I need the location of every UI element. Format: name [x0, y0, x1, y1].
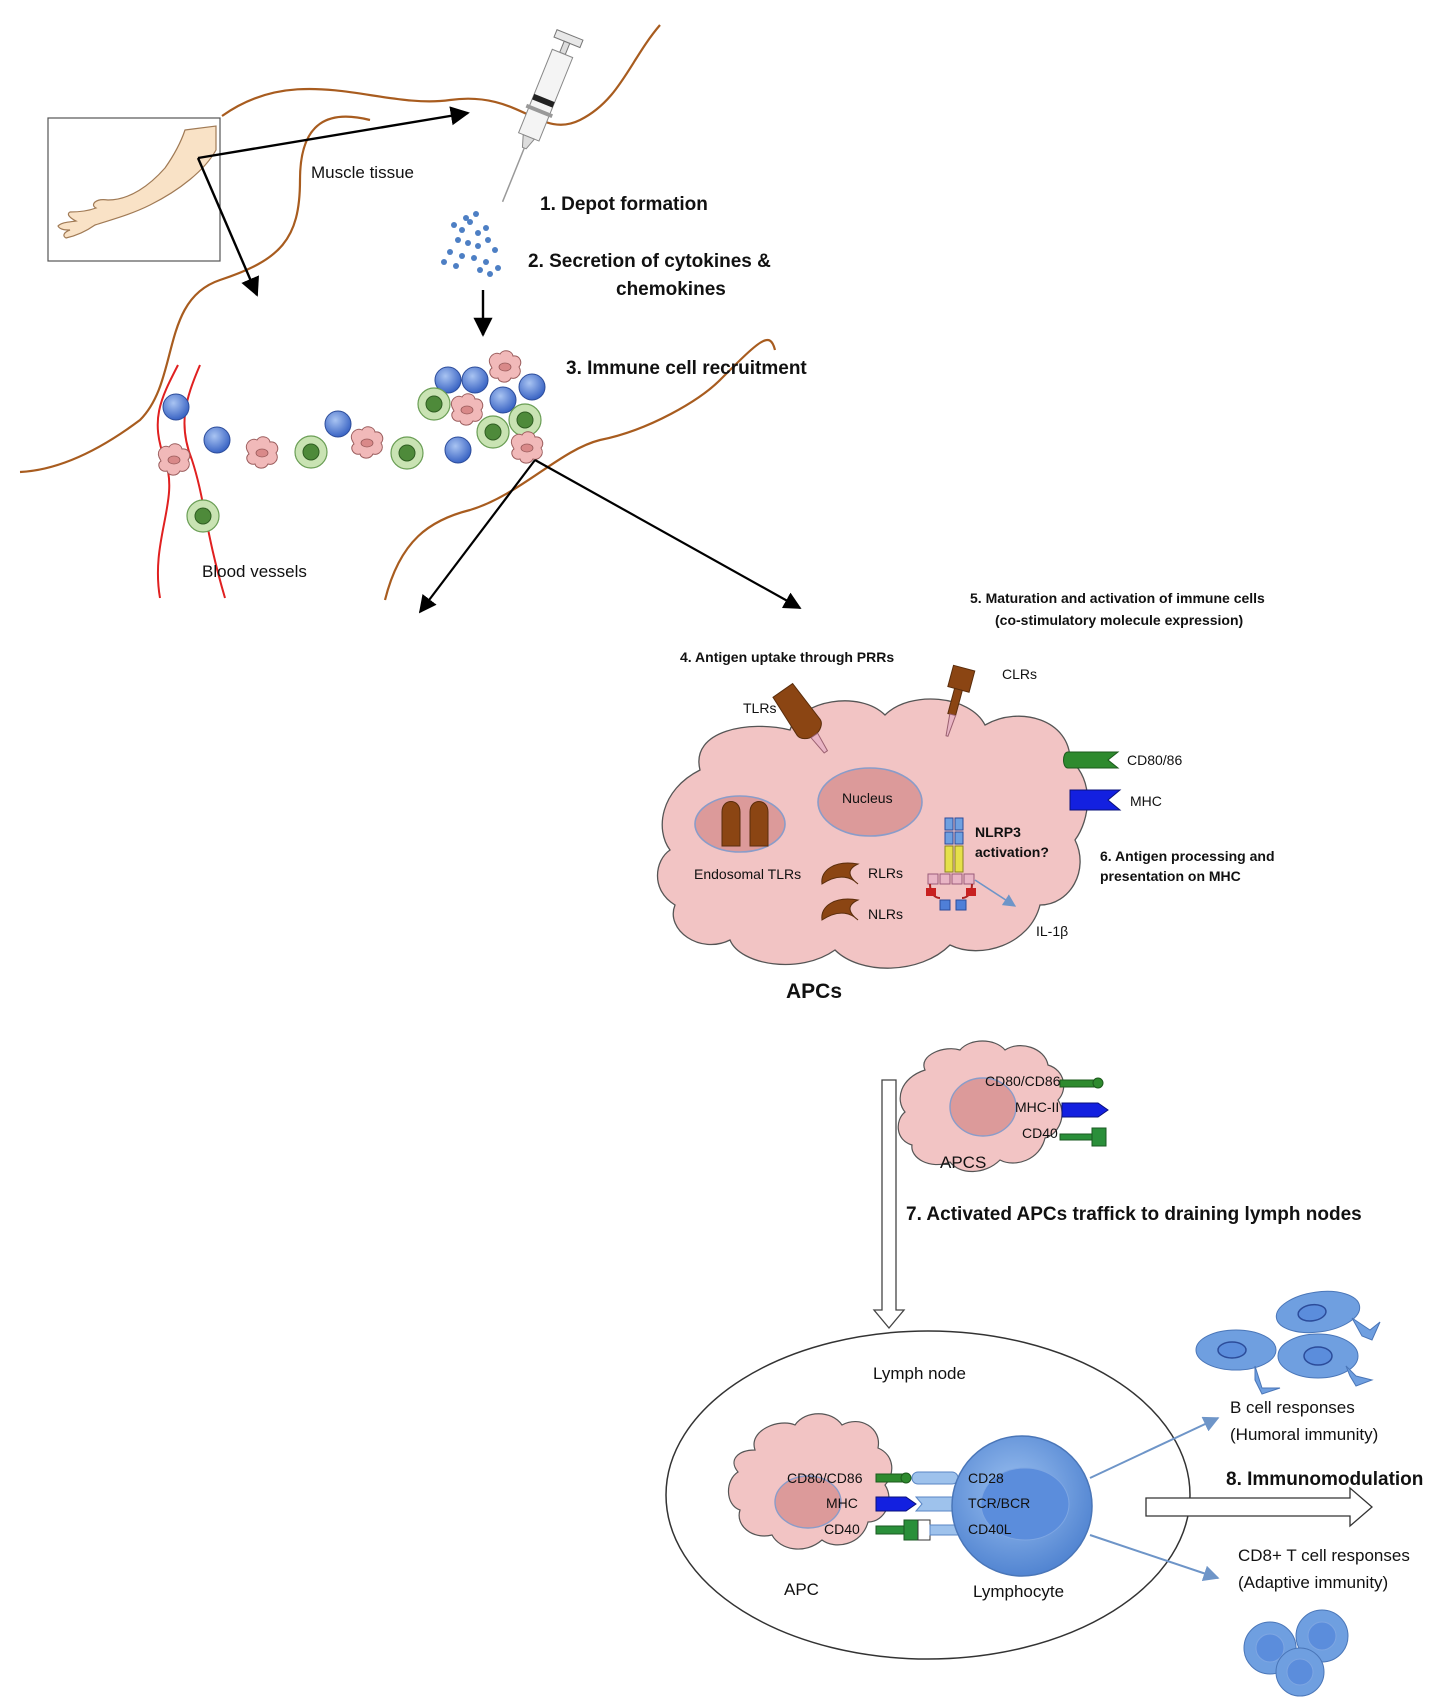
ln-mhc-label: MHC — [826, 1495, 858, 1511]
nlrp3-inflammasome-icon — [926, 817, 976, 911]
cd80-86-receptor-icon — [1063, 751, 1120, 769]
lymph-node-label: Lymph node — [873, 1364, 966, 1383]
endosomal-tlr-2-icon — [749, 801, 769, 847]
nucleus-icon — [817, 767, 923, 837]
step-5-line1: 5. Maturation and activation of immune c… — [970, 590, 1265, 606]
endosomal-tlrs-label: Endosomal TLRs — [694, 866, 801, 882]
cd80-86-label: CD80/86 — [1127, 752, 1182, 768]
mhc-label: MHC — [1130, 793, 1162, 809]
tissue-line-3 — [383, 339, 777, 601]
cd8-label-line1: CD8+ T cell responses — [1238, 1546, 1410, 1565]
arrow-to-apc — [534, 459, 802, 609]
lymph-node-outline — [665, 1330, 1191, 1660]
arm-inset — [47, 117, 221, 262]
t-cells-icon — [1243, 1609, 1349, 1697]
clr-receptor-icon — [945, 664, 976, 737]
small-cd80-cd86-label: CD80/CD86 — [985, 1073, 1061, 1089]
step-6-line2: presentation on MHC — [1100, 868, 1241, 884]
arrow-arm-to-tissue — [196, 157, 259, 297]
step-1: 1. Depot formation — [540, 194, 708, 215]
b-cell-label-line2: (Humoral immunity) — [1230, 1425, 1378, 1444]
immunomodulation-arrow — [1145, 1486, 1373, 1528]
step-4: 4. Antigen uptake through PRRs — [680, 649, 894, 665]
small-mhc-receptor-icon — [1061, 1102, 1109, 1118]
small-cd80-receptor-icon — [1059, 1077, 1104, 1089]
small-apcs-label: APCS — [940, 1153, 986, 1172]
arrow-to-left — [418, 459, 536, 614]
step-2-line1: 2. Secretion of cytokines & — [528, 251, 771, 272]
step-7: 7. Activated APCs traffick to draining l… — [906, 1204, 1362, 1225]
small-apc-nucleus-icon — [949, 1077, 1017, 1137]
cd80-cd28-pair-icon — [875, 1471, 959, 1485]
small-mhc-ii-label: MHC-II — [1015, 1099, 1059, 1115]
step-8: 8. Immunomodulation — [1226, 1469, 1423, 1490]
tissue-line-1 — [221, 24, 661, 126]
cd8-label-line2: (Adaptive immunity) — [1238, 1573, 1388, 1592]
mhc-receptor-icon — [1069, 789, 1122, 811]
blood-vessel-right — [183, 364, 226, 599]
ln-cd40-label: CD40 — [824, 1521, 860, 1537]
cd40-cd40l-pair-icon — [875, 1519, 959, 1541]
step-3: 3. Immune cell recruitment — [566, 358, 807, 379]
cd40l-label: CD40L — [968, 1521, 1012, 1537]
rlr-icon — [821, 862, 860, 885]
nlrp3-label-line1: NLRP3 — [975, 824, 1021, 840]
ln-apc-nucleus-icon — [774, 1475, 842, 1529]
il1b-label: IL-1β — [1036, 923, 1068, 939]
tcr-bcr-label: TCR/BCR — [968, 1495, 1030, 1511]
nlr-icon — [821, 898, 860, 921]
clrs-label: CLRs — [1002, 666, 1037, 682]
il1b-arrow — [974, 879, 1017, 907]
nlrs-label: NLRs — [868, 906, 903, 922]
trafficking-arrow — [872, 1079, 906, 1330]
step-6-line1: 6. Antigen processing and — [1100, 848, 1275, 864]
b-cells-icon — [1195, 1290, 1381, 1395]
cd28-label: CD28 — [968, 1470, 1004, 1486]
endosomal-tlr-1-icon — [721, 801, 741, 847]
syringe-icon — [501, 29, 584, 203]
nlrp3-label-line2: activation? — [975, 844, 1049, 860]
arrow-arm-to-syringe — [197, 106, 470, 160]
arm-icon — [57, 125, 217, 239]
lymphocyte-nucleus-icon — [980, 1467, 1070, 1541]
blood-vessels-label: Blood vessels — [202, 562, 307, 581]
arrow-to-t-cells — [1089, 1534, 1220, 1581]
tlrs-label: TLRs — [743, 700, 776, 716]
mhc-tcr-pair-icon — [875, 1496, 959, 1512]
step-5-line2: (co-stimulatory molecule expression) — [995, 612, 1243, 628]
nucleus-label: Nucleus — [842, 790, 893, 806]
rlrs-label: RLRs — [868, 865, 903, 881]
b-cell-label-line1: B cell responses — [1230, 1398, 1355, 1417]
ln-cd80-cd86-label: CD80/CD86 — [787, 1470, 863, 1486]
step-2-line2: chemokines — [616, 279, 726, 300]
tlr-receptor-icon — [772, 682, 829, 754]
muscle-tissue-label: Muscle tissue — [311, 163, 414, 182]
ln-apc-label: APC — [784, 1580, 819, 1599]
small-cd40-label: CD40 — [1022, 1125, 1058, 1141]
depot-particles — [441, 211, 501, 277]
lymphocyte-label: Lymphocyte — [973, 1582, 1064, 1601]
arrow-to-b-cells — [1089, 1416, 1220, 1479]
apcs-label: APCs — [786, 980, 842, 1003]
small-cd40-receptor-icon — [1059, 1127, 1107, 1147]
tissue-line-2 — [19, 115, 371, 474]
